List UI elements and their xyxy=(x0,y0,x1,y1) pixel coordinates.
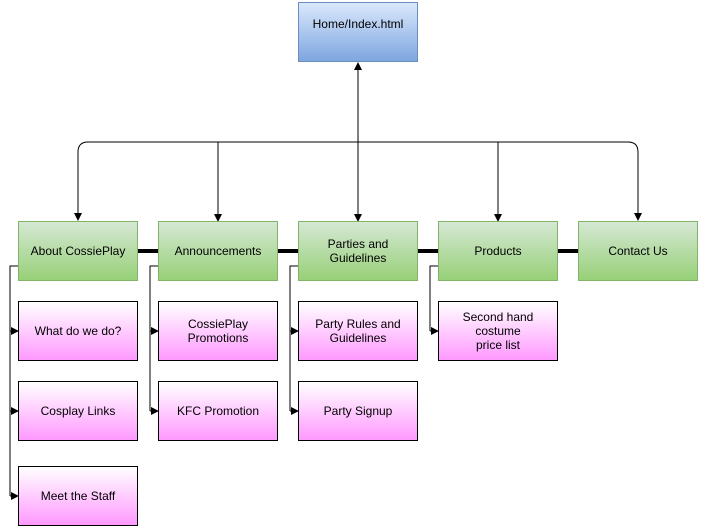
section-products[interactable]: Products xyxy=(438,221,558,281)
page-meet-staff-label: Meet the Staff xyxy=(40,489,116,503)
home-node[interactable]: Home/Index.html xyxy=(298,2,418,62)
arrow-head-about xyxy=(74,213,82,221)
arrow-head-contact xyxy=(634,213,642,221)
page-meet-staff[interactable]: Meet the Staff xyxy=(18,466,138,526)
section-parties[interactable]: Parties and Guidelines xyxy=(298,221,418,281)
section-about-label: About CossiePlay xyxy=(30,244,126,258)
trunk-parties xyxy=(289,265,298,411)
page-promotions-label: CossiePlay Promotions xyxy=(187,317,249,345)
page-cosplay-links-label: Cosplay Links xyxy=(40,404,116,418)
page-price-list[interactable]: Second hand costume price list xyxy=(438,301,558,361)
section-announcements[interactable]: Announcements xyxy=(158,221,278,281)
page-what-we-do[interactable]: What do we do? xyxy=(18,301,138,361)
trunk-products xyxy=(429,265,438,331)
section-about[interactable]: About CossiePlay xyxy=(18,221,138,281)
home-node-label: Home/Index.html xyxy=(312,17,404,31)
trunk-announcements xyxy=(149,265,158,411)
page-party-signup[interactable]: Party Signup xyxy=(298,381,418,441)
page-party-rules[interactable]: Party Rules and Guidelines xyxy=(298,301,418,361)
page-party-signup-label: Party Signup xyxy=(323,404,393,418)
page-party-rules-label: Party Rules and Guidelines xyxy=(315,317,401,345)
section-contact-label: Contact Us xyxy=(608,244,668,258)
section-announcements-label: Announcements xyxy=(174,244,262,258)
page-promotions[interactable]: CossiePlay Promotions xyxy=(158,301,278,361)
section-products-label: Products xyxy=(474,244,522,258)
section-contact[interactable]: Contact Us xyxy=(578,221,698,281)
section-parties-label: Parties and Guidelines xyxy=(327,237,389,265)
page-what-we-do-label: What do we do? xyxy=(34,324,122,338)
page-kfc-promotion[interactable]: KFC Promotion xyxy=(158,381,278,441)
trunk-about xyxy=(9,265,18,496)
page-kfc-promotion-label: KFC Promotion xyxy=(176,404,260,418)
page-cosplay-links[interactable]: Cosplay Links xyxy=(18,381,138,441)
page-price-list-label: Second hand costume price list xyxy=(462,310,534,352)
